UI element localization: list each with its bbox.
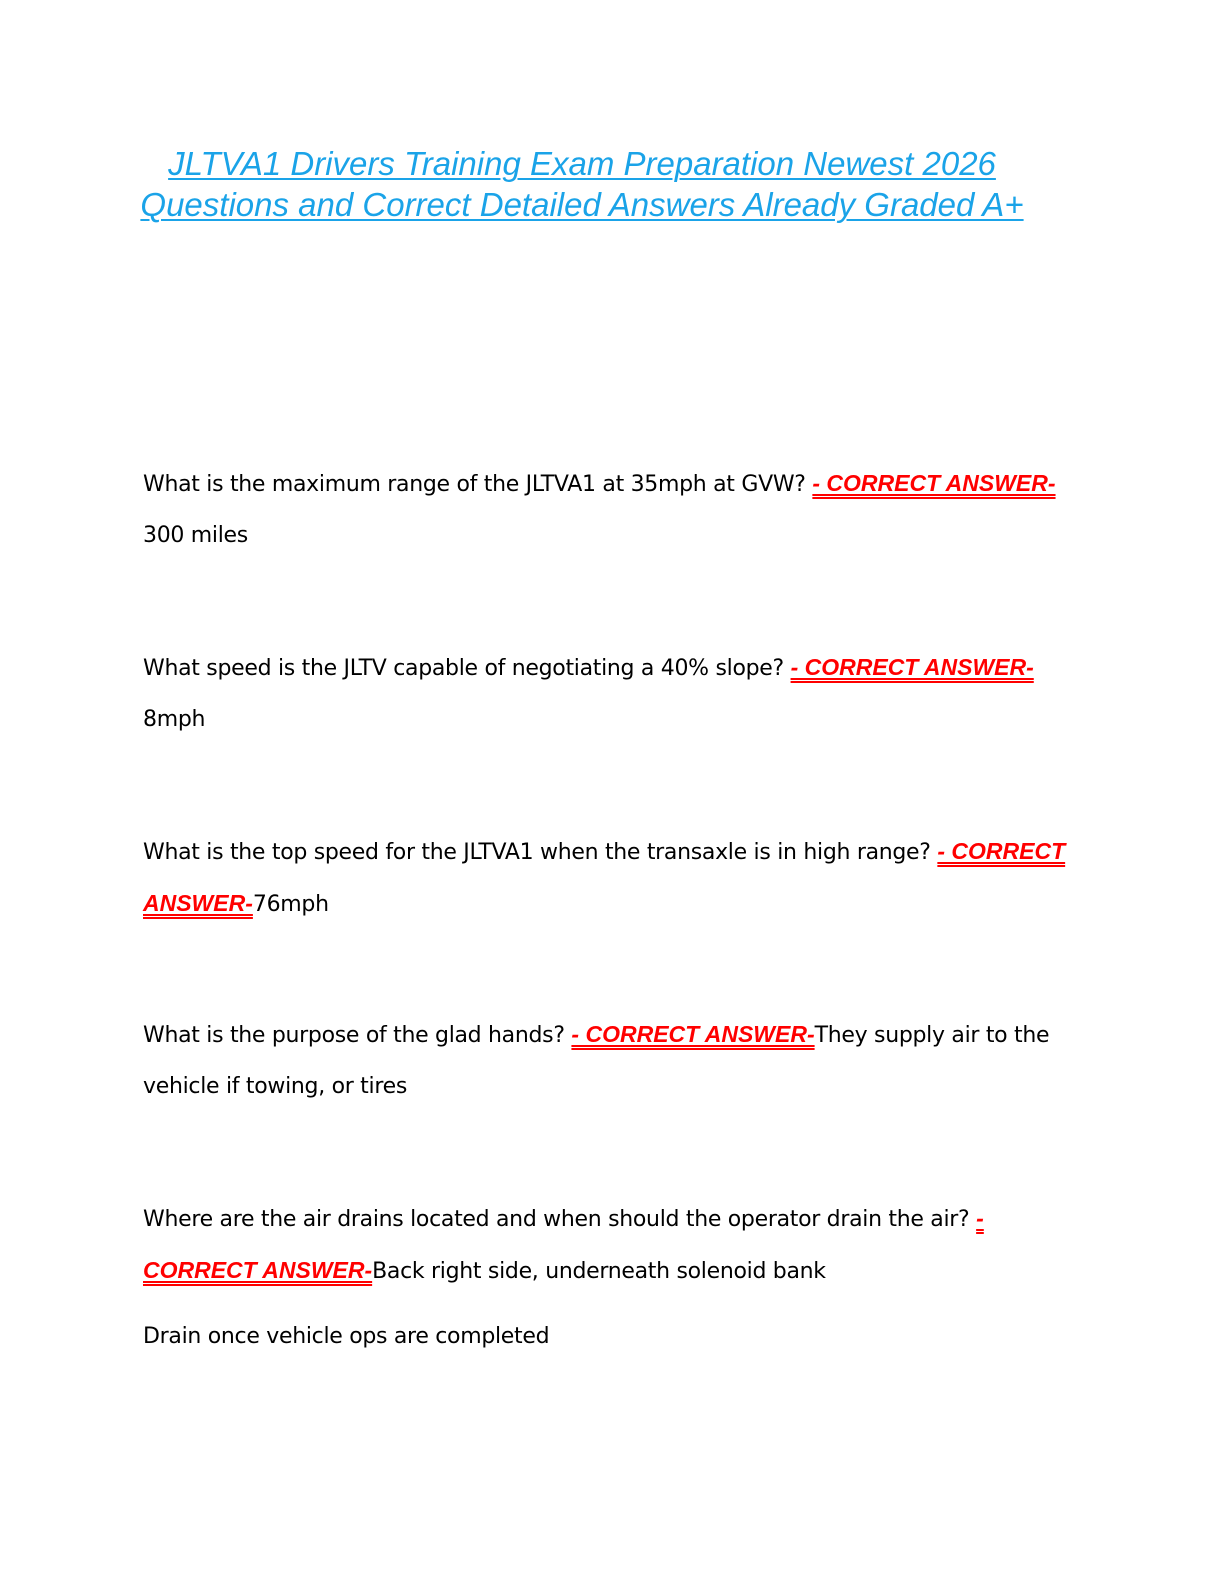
qa-item: What is the maximum range of the JLTVA1 … — [143, 458, 1083, 561]
document-title: JLTVA1 Drivers Training Exam Preparation… — [140, 145, 1024, 223]
correct-answer-marker: - CORRECT ANSWER- — [571, 1021, 815, 1047]
qa-item: What is the top speed for the JLTVA1 whe… — [143, 826, 1083, 930]
question-text: What is the purpose of the glad hands? — [143, 1023, 572, 1048]
answer-text: 8mph — [143, 707, 206, 732]
answer-text: They supply air to the vehicle if towing… — [143, 1023, 1050, 1099]
answer-text: 300 miles — [143, 523, 248, 548]
question-text: What is the maximum range of the JLTVA1 … — [143, 472, 813, 497]
correct-answer-marker: - CORRECT ANSWER- — [812, 470, 1056, 496]
question-text: What is the top speed for the JLTVA1 whe… — [143, 840, 938, 865]
question-text: Where are the air drains located and whe… — [143, 1207, 977, 1232]
answer-extra-text: Drain once vehicle ops are completed — [143, 1324, 550, 1349]
correct-answer-marker: - CORRECT ANSWER- — [143, 1205, 984, 1283]
question-text: What speed is the JLTV capable of negoti… — [143, 656, 791, 681]
qa-item: Where are the air drains located and whe… — [143, 1193, 1083, 1297]
qa-item: What speed is the JLTV capable of negoti… — [143, 642, 1083, 745]
answer-text: Back right side, underneath solenoid ban… — [372, 1259, 826, 1284]
qa-item: What is the purpose of the glad hands? -… — [143, 1009, 1083, 1112]
correct-answer-marker: - CORRECT ANSWER- — [143, 838, 1066, 916]
answer-text: 76mph — [252, 892, 329, 917]
correct-answer-marker: - CORRECT ANSWER- — [790, 654, 1034, 680]
